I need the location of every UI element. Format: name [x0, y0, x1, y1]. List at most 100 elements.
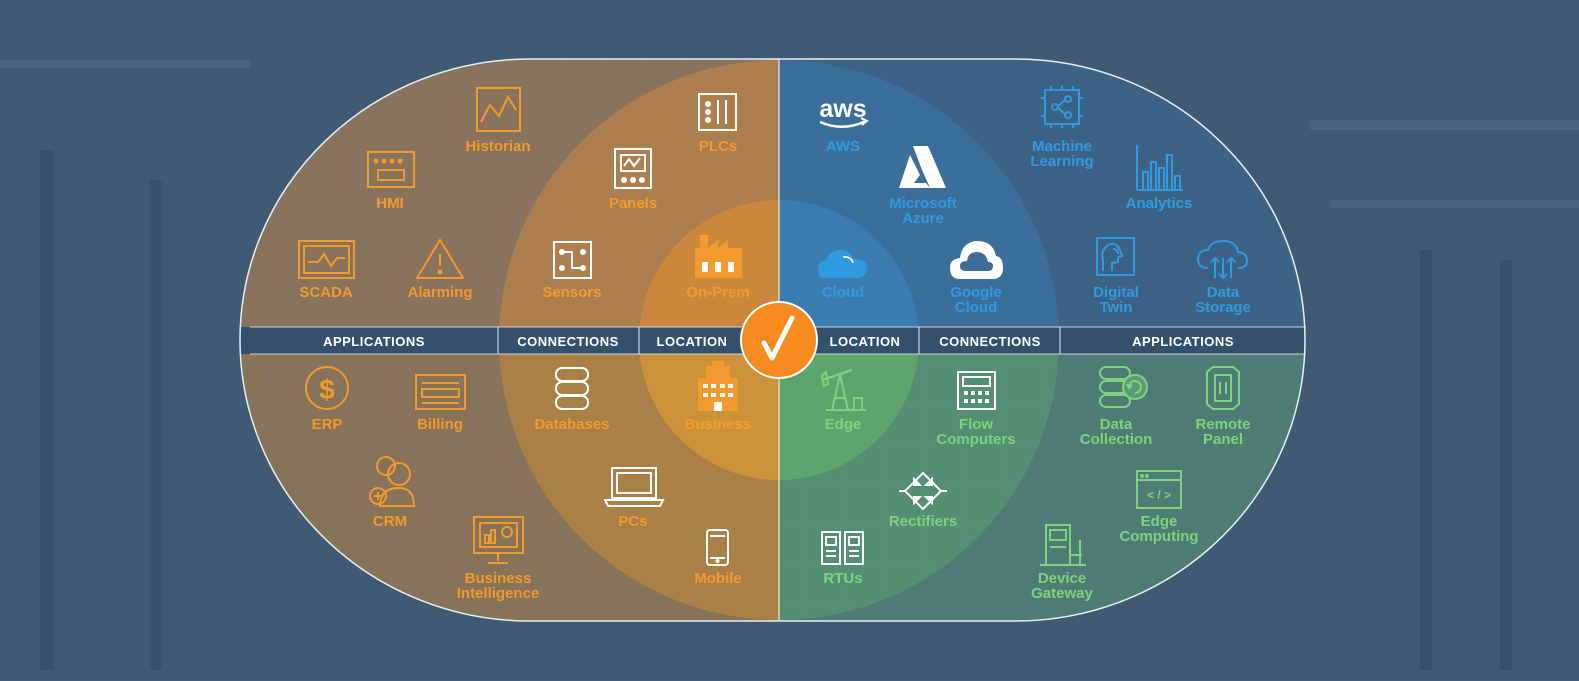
warning-icon — [415, 238, 465, 279]
data-storage-icon — [1196, 239, 1249, 280]
svg-text:$: $ — [319, 374, 335, 405]
hmi-icon — [367, 151, 415, 188]
item-microsoft-azure: Microsoft Azure — [889, 146, 957, 227]
item-mobile: Mobile — [694, 529, 742, 587]
item-analytics: Analytics — [1126, 145, 1192, 212]
label-data-storage-2: Storage — [1195, 299, 1251, 316]
item-remote-panel: Remote Panel — [1195, 366, 1251, 448]
center-badge — [740, 301, 818, 379]
label-rtus: RTUs — [823, 570, 862, 587]
item-edge: Edge — [820, 369, 866, 433]
label-google-cloud-2: Cloud — [955, 299, 998, 316]
analytics-icon — [1136, 145, 1183, 191]
label-edge-computing-2: Computing — [1119, 528, 1198, 545]
factory-icon — [695, 235, 742, 278]
item-crm: CRM — [369, 456, 416, 530]
aws-logo-text: aws — [819, 95, 866, 123]
label-on-prem: On-Prem — [686, 284, 749, 301]
label-aws: AWS — [826, 138, 860, 155]
item-panels: Panels — [609, 148, 657, 212]
label-cloud: Cloud — [822, 284, 865, 301]
item-pcs: PCs — [603, 467, 665, 530]
item-flow-computers: Flow Computers — [936, 371, 1016, 448]
label-sensors: Sensors — [542, 284, 601, 301]
billing-icon — [415, 374, 466, 410]
band-right-applications: APPLICATIONS — [1132, 334, 1234, 349]
label-flow-computers-1: Flow — [959, 416, 993, 433]
label-alarming: Alarming — [407, 284, 472, 301]
item-erp: $ ERP — [305, 366, 349, 433]
item-cloud: Cloud — [818, 250, 867, 301]
label-machine-learning-2: Learning — [1030, 153, 1093, 170]
item-business: Business — [685, 361, 752, 433]
panel-icon — [614, 148, 652, 189]
database-icon — [555, 367, 589, 410]
item-alarming: Alarming — [407, 238, 473, 301]
label-azure-1: Microsoft — [889, 195, 957, 212]
dollar-icon: $ — [305, 366, 349, 410]
plc-icon — [698, 93, 737, 131]
item-hmi: HMI — [367, 151, 415, 212]
item-scada: SCADA — [298, 240, 355, 301]
label-hmi: HMI — [376, 195, 404, 212]
item-sensors: Sensors — [542, 241, 602, 301]
band-right-location: LOCATION — [830, 334, 901, 349]
mobile-icon — [706, 529, 729, 566]
label-remote-panel-2: Panel — [1203, 431, 1243, 448]
label-azure-2: Azure — [902, 210, 944, 227]
label-mobile: Mobile — [694, 570, 742, 587]
label-rectifiers: Rectifiers — [889, 513, 957, 530]
sensor-icon — [553, 241, 592, 279]
item-digital-twin: Digital Twin — [1093, 237, 1139, 316]
oil-rig-icon — [820, 369, 866, 411]
background-structure — [0, 60, 1579, 670]
rtu-icon — [821, 531, 864, 565]
band-right-connections: CONNECTIONS — [939, 334, 1041, 349]
calculator-icon — [957, 371, 996, 410]
label-erp: ERP — [312, 416, 343, 433]
svg-text:< / >: < / > — [1147, 488, 1171, 502]
item-data-collection: Data Collection — [1080, 366, 1153, 448]
label-business: Business — [685, 416, 752, 433]
crm-icon — [369, 456, 416, 507]
checkmark-icon — [761, 315, 795, 361]
stadium-outline — [239, 58, 1306, 622]
label-data-storage-1: Data — [1207, 284, 1240, 301]
label-device-gateway-1: Device — [1038, 570, 1086, 587]
label-edge: Edge — [825, 416, 862, 433]
azure-icon — [899, 146, 946, 188]
data-collection-icon — [1099, 366, 1148, 408]
cloud-icon — [818, 250, 867, 278]
label-historian: Historian — [465, 138, 530, 155]
item-databases: Databases — [534, 367, 610, 433]
band-left-applications: APPLICATIONS — [323, 334, 425, 349]
gateway-icon — [1040, 524, 1086, 566]
code-window-icon: < / > — [1136, 470, 1182, 509]
item-business-intelligence: Business Intelligence — [457, 516, 540, 602]
label-remote-panel-1: Remote — [1195, 416, 1250, 433]
aws-icon: aws — [819, 95, 869, 128]
digital-twin-icon — [1096, 237, 1135, 276]
item-aws: aws AWS — [819, 95, 869, 155]
ml-icon — [1041, 86, 1083, 128]
label-billing: Billing — [417, 416, 463, 433]
item-machine-learning: Machine Learning — [1030, 86, 1094, 170]
label-flow-computers-2: Computers — [936, 431, 1015, 448]
scada-icon — [298, 240, 355, 279]
item-on-prem: On-Prem — [686, 235, 750, 301]
label-device-gateway-2: Gateway — [1031, 585, 1093, 602]
rectifier-icon — [899, 471, 947, 511]
bi-icon — [473, 516, 524, 564]
item-google-cloud: Google Cloud — [950, 241, 1003, 316]
label-data-collection-2: Collection — [1080, 431, 1153, 448]
label-google-cloud-1: Google — [950, 284, 1002, 301]
label-digital-twin-2: Twin — [1099, 299, 1132, 316]
item-rtus: RTUs — [821, 531, 864, 587]
item-edge-computing: < / > Edge Computing — [1119, 470, 1199, 545]
item-plcs: PLCs — [698, 93, 737, 155]
label-bi-2: Intelligence — [457, 585, 540, 602]
laptop-icon — [603, 467, 665, 507]
label-pcs: PCs — [618, 513, 647, 530]
